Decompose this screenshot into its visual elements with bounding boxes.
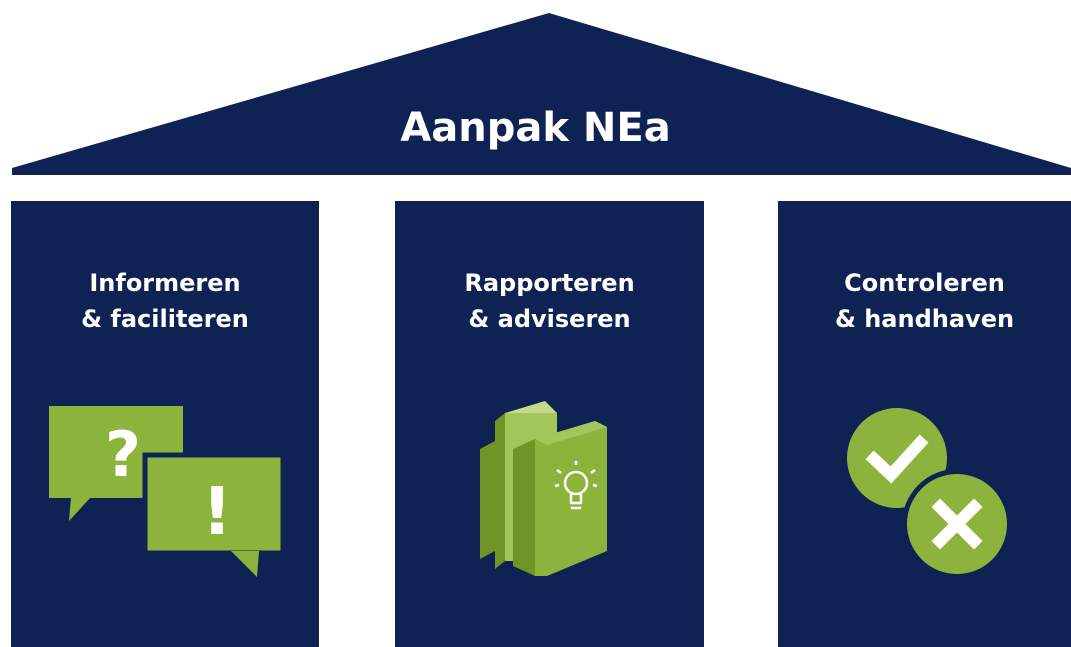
cross-icon bbox=[902, 469, 1012, 579]
page-title: Aanpak NEa bbox=[400, 105, 671, 151]
check-cross-icon bbox=[847, 408, 1012, 579]
exclamation-mark-icon: ! bbox=[202, 473, 232, 550]
roof-shape bbox=[12, 13, 1071, 175]
pillar-label: Rapporteren & adviseren bbox=[395, 265, 704, 337]
speech-bubbles-icon: ? ! bbox=[49, 406, 286, 577]
pillar-label-line2: & adviseren bbox=[468, 305, 631, 333]
pillar-label-line2: & faciliteren bbox=[81, 305, 249, 333]
question-mark-icon: ? bbox=[105, 418, 141, 491]
pillar-rapporteren: Rapporteren & adviseren bbox=[395, 201, 704, 647]
pillar-label: Informeren & faciliteren bbox=[11, 265, 319, 337]
pillar-label: Controleren & handhaven bbox=[778, 265, 1071, 337]
pillar-label-line1: Rapporteren bbox=[464, 269, 635, 297]
pillar-label-line1: Informeren bbox=[89, 269, 241, 297]
books-icon bbox=[480, 401, 607, 576]
pillar-label-line1: Controleren bbox=[844, 269, 1005, 297]
pillar-controleren: Controleren & handhaven bbox=[778, 201, 1071, 647]
lightbulb-icon bbox=[554, 461, 598, 510]
pillar-informeren: Informeren & faciliteren ? ! bbox=[11, 201, 319, 647]
pillar-label-line2: & handhaven bbox=[834, 305, 1015, 333]
